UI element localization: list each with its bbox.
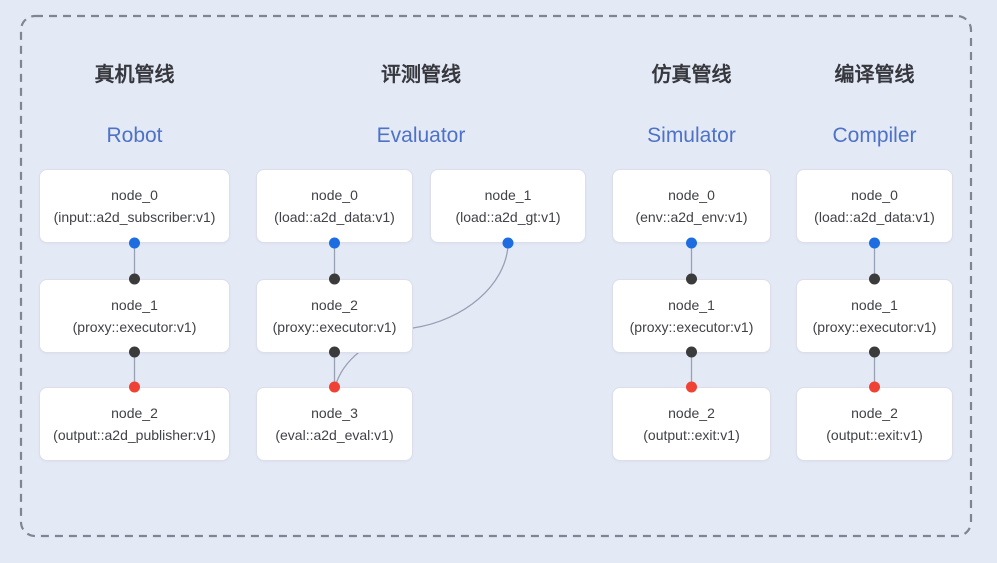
pipeline-evaluator-title: 评测管线: [381, 64, 461, 86]
node-evaluator-2: node_2 (proxy::executor:v1): [256, 279, 413, 353]
node-type: (proxy::executor:v1): [272, 318, 397, 335]
node-compiler-1: node_1 (proxy::executor:v1): [796, 279, 953, 353]
pipeline-robot-title: 真机管线: [94, 64, 175, 86]
node-name: node_0: [311, 186, 358, 203]
node-name: node_0: [111, 186, 158, 203]
node-type: (load::a2d_data:v1): [274, 208, 395, 225]
node-name: node_2: [851, 404, 898, 421]
pipeline-robot-subtitle: Robot: [106, 124, 163, 147]
node-type: (proxy::executor:v1): [812, 318, 937, 335]
node-name: node_2: [668, 404, 715, 421]
node-robot-1: node_1 (proxy::executor:v1): [39, 279, 230, 353]
pipeline-simulator-title: 仿真管线: [651, 64, 732, 86]
node-name: node_3: [311, 404, 358, 421]
node-simulator-0: node_0 (env::a2d_env:v1): [612, 169, 771, 243]
pipeline-compiler-subtitle: Compiler: [832, 124, 917, 147]
node-evaluator-0: node_0 (load::a2d_data:v1): [256, 169, 413, 243]
node-name: node_1: [668, 296, 715, 313]
node-name: node_0: [851, 186, 898, 203]
node-simulator-1: node_1 (proxy::executor:v1): [612, 279, 771, 353]
node-name: node_0: [668, 186, 715, 203]
node-evaluator-1: node_1 (load::a2d_gt:v1): [430, 169, 586, 243]
pipeline-compiler-title: 编译管线: [834, 64, 915, 86]
node-compiler-0: node_0 (load::a2d_data:v1): [796, 169, 953, 243]
node-type: (output::exit:v1): [826, 426, 923, 443]
node-name: node_1: [851, 296, 898, 313]
node-name: node_2: [111, 404, 158, 421]
node-type: (load::a2d_data:v1): [814, 208, 935, 225]
node-type: (env::a2d_env:v1): [635, 208, 748, 225]
node-name: node_1: [484, 186, 532, 203]
node-name: node_2: [311, 296, 358, 313]
node-type: (proxy::executor:v1): [72, 318, 197, 335]
node-evaluator-3: node_3 (eval::a2d_eval:v1): [256, 387, 413, 461]
node-robot-2: node_2 (output::a2d_publisher:v1): [39, 387, 230, 461]
pipeline-evaluator-subtitle: Evaluator: [376, 124, 466, 147]
node-type: (proxy::executor:v1): [629, 318, 754, 335]
node-compiler-2: node_2 (output::exit:v1): [796, 387, 953, 461]
node-type: (output::exit:v1): [643, 426, 740, 443]
node-type: (load::a2d_gt:v1): [455, 208, 561, 225]
node-type: (input::a2d_subscriber:v1): [53, 208, 216, 225]
node-robot-0: node_0 (input::a2d_subscriber:v1): [39, 169, 230, 243]
node-simulator-2: node_2 (output::exit:v1): [612, 387, 771, 461]
node-name: node_1: [111, 296, 158, 313]
node-type: (eval::a2d_eval:v1): [275, 426, 394, 443]
pipeline-simulator-subtitle: Simulator: [647, 124, 736, 147]
node-type: (output::a2d_publisher:v1): [53, 426, 216, 443]
